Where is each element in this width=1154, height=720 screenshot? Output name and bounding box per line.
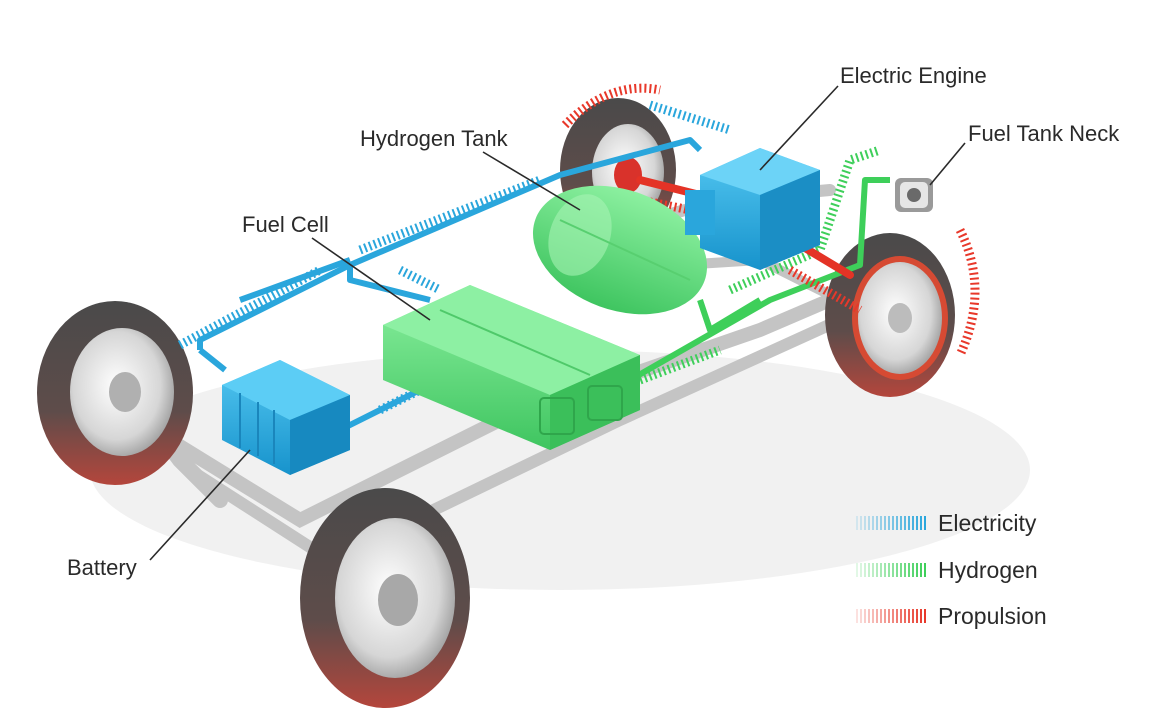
electric-engine — [685, 148, 820, 270]
hydrogen-flow-arrows — [638, 145, 882, 385]
leader-lines — [149, 85, 966, 561]
fuel-tank-neck — [895, 178, 933, 212]
label-hydrogen-tank: Hydrogen Tank — [360, 126, 508, 151]
label-battery: Battery — [67, 555, 137, 580]
hydrogen-tank — [532, 185, 708, 315]
wheel-front-right — [825, 233, 955, 397]
legend-label-propulsion: Propulsion — [938, 602, 1047, 629]
wheel-rear-left — [37, 301, 193, 485]
battery-pack — [222, 360, 350, 475]
hydrogen-lines — [628, 177, 890, 383]
wheel-front-bottom — [300, 488, 470, 708]
label-fuel-tank-neck: Fuel Tank Neck — [968, 121, 1120, 146]
legend-label-electricity: Electricity — [938, 509, 1037, 536]
label-electric-engine: Electric Engine — [840, 63, 987, 88]
fuel-cell — [383, 285, 640, 450]
legend-label-hydrogen: Hydrogen — [938, 556, 1038, 583]
legend-item-propulsion: Propulsion — [856, 603, 1047, 629]
legend-item-hydrogen: Hydrogen — [856, 557, 1038, 583]
propulsion-flow-arrows — [561, 83, 980, 357]
propulsion-swatch-icon — [856, 609, 926, 623]
electricity-swatch-icon — [856, 516, 926, 530]
label-fuel-cell: Fuel Cell — [242, 212, 329, 237]
hydrogen-swatch-icon — [856, 563, 926, 577]
legend-item-electricity: Electricity — [856, 510, 1036, 536]
